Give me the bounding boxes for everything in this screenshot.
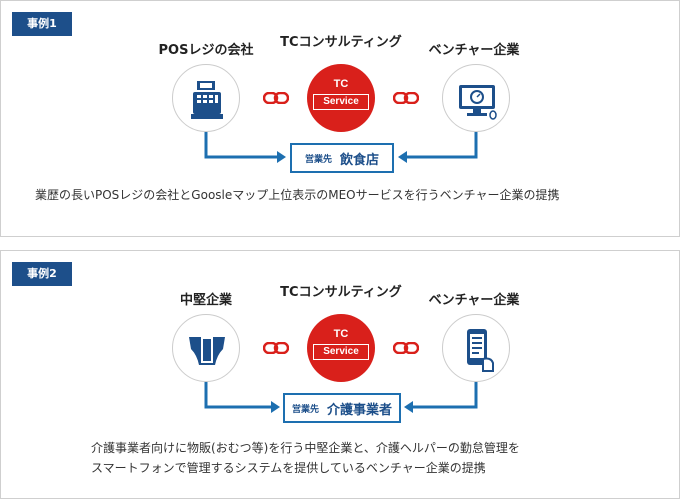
client-prefix: 営業先 — [291, 404, 319, 415]
description-line: 業歴の長いPOSレジの会社とGooslеマップ上位表示のMEOサービスを行うベン… — [35, 188, 560, 202]
link-chain-icon — [393, 92, 419, 104]
description-line: スマートフォンで管理するシステムを提供しているベンチャー企業の提携 — [91, 461, 486, 475]
tc-service-logo: TC Service — [307, 314, 375, 382]
case-description: 介護事業者向けに物販(おむつ等)を行う中堅企業と、介護ヘルパーの勤怠管理を スマ… — [91, 438, 520, 478]
mid-company-circle — [172, 314, 240, 382]
computer-monitor-icon — [459, 85, 497, 120]
logo-service-text: Service — [313, 94, 369, 110]
center-company-label: TCコンサルティング — [280, 285, 402, 300]
right-company-label: ベンチャー企業 — [428, 293, 520, 308]
venture-company-circle — [442, 64, 510, 132]
venture-company-circle — [442, 314, 510, 382]
cash-register-icon — [191, 81, 223, 119]
client-box: 営業先 飲食店 — [290, 143, 394, 173]
case-description: 業歴の長いPOSレジの会社とGooslеマップ上位表示のMEOサービスを行うベン… — [35, 185, 560, 205]
case-panel-1: 事例1 POSレジの会社 TCコンサルティング ベンチャー企業 TC Servi… — [0, 0, 680, 237]
logo-tc-text: TC — [333, 328, 349, 340]
smartphone-hand-icon — [467, 329, 494, 372]
diaper-icon — [189, 337, 225, 365]
client-prefix: 営業先 — [304, 154, 332, 165]
tc-service-logo: TC Service — [307, 64, 375, 132]
left-company-label: POSレジの会社 — [158, 43, 254, 58]
logo-service-text: Service — [313, 344, 369, 360]
client-name: 介護事業者 — [327, 402, 393, 418]
flow-arrows — [204, 132, 478, 163]
right-company-label: ベンチャー企業 — [428, 43, 520, 58]
flow-arrows — [204, 382, 478, 413]
case-badge: 事例2 — [12, 262, 72, 286]
description-line: 介護事業者向けに物販(おむつ等)を行う中堅企業と、介護ヘルパーの勤怠管理を — [91, 441, 520, 455]
pos-company-circle — [172, 64, 240, 132]
case-badge: 事例1 — [12, 12, 72, 36]
link-chain-icon — [393, 342, 419, 354]
case-panel-2: 事例2 中堅企業 TCコンサルティング ベンチャー企業 TC Service — [0, 250, 680, 499]
client-name: 飲食店 — [340, 152, 380, 168]
left-company-label: 中堅企業 — [179, 293, 232, 308]
logo-tc-text: TC — [333, 78, 349, 90]
client-box: 営業先 介護事業者 — [283, 393, 401, 423]
link-chain-icon — [263, 342, 289, 354]
link-chain-icon — [263, 92, 289, 104]
center-company-label: TCコンサルティング — [280, 35, 402, 50]
